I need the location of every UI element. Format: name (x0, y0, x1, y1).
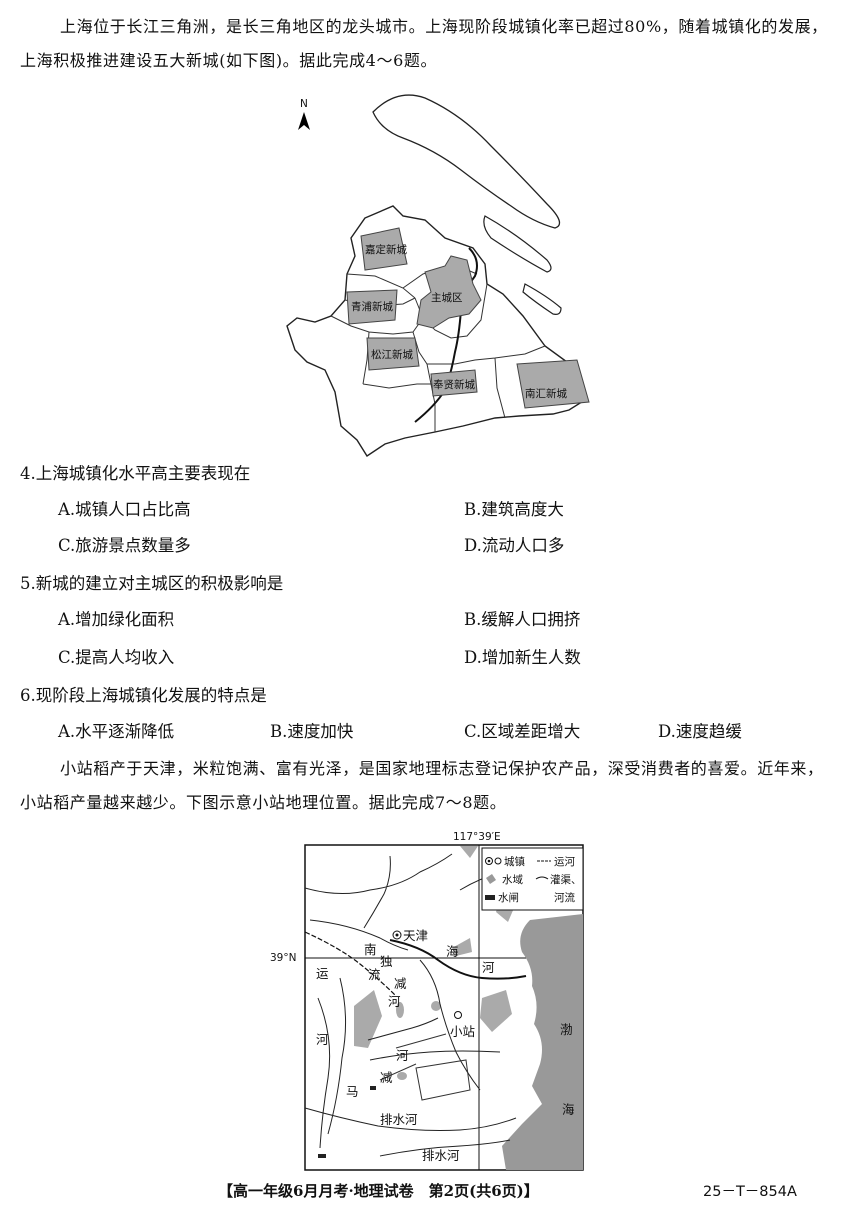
water-patch-1 (354, 990, 382, 1048)
label-bohai-1: 渤 (560, 1022, 573, 1037)
question-6-option-d[interactable]: D.速度趋缓 (658, 722, 742, 741)
legend-town-dot (487, 859, 491, 863)
qingpu-new-city (346, 289, 398, 325)
legend-town-label: 城镇 (504, 855, 525, 868)
shanghai-new-cities-map: N 嘉定新城 主城区 青浦新城 松江新城 奉贤新城 南汇新城 (286, 94, 590, 457)
question-5-stem: 5.新城的建立对主城区的积极影响是 (20, 574, 284, 593)
label-jiading: 嘉定新城 (365, 243, 407, 256)
changxing-island (483, 215, 552, 273)
longitude-label: 117°39′E (453, 831, 501, 843)
question-5-option-c[interactable]: C.提高人均收入 (58, 648, 175, 667)
water-patch-4 (460, 846, 478, 858)
question-6-option-c[interactable]: C.区域差距增大 (464, 722, 581, 741)
canal (304, 931, 397, 997)
question-5-option-d[interactable]: D.增加新生人数 (464, 648, 581, 667)
intro-paragraph-1: 上海位于长江三角洲，是长三角地区的龙头城市。上海现阶段城镇化率已超过80%，随着… (20, 17, 828, 70)
legend-water-symbol (486, 874, 496, 884)
label-yunhe: 河 (316, 1032, 329, 1047)
label-du: 独 (380, 954, 393, 969)
label-he-1: 河 (388, 994, 401, 1009)
label-main-urban: 主城区 (431, 292, 463, 304)
nanhui-new-city (516, 359, 590, 409)
label-jian-2: 减 (380, 1070, 393, 1085)
irrigation-channels (379, 1033, 471, 1101)
label-he-2: 河 (396, 1048, 409, 1063)
xiaozhan-location-map: 117°39′E 39°N 城镇 运河 水域 灌渠、 水闸 河流 天津 小站 渤… (270, 831, 584, 1171)
north-arrow-icon (298, 112, 310, 130)
label-liu: 流 (368, 967, 381, 982)
legend-town-symbol-2 (494, 857, 502, 865)
tianjin-town-icon (392, 930, 402, 940)
label-xiaozhan: 小站 (450, 1024, 475, 1039)
legend-town-symbol (485, 857, 493, 865)
question-4-stem: 4.上海城镇化水平高主要表现在 (20, 464, 251, 483)
north-label: N (300, 98, 308, 110)
sluice-2 (370, 1086, 376, 1090)
water-patch-6 (396, 1002, 404, 1018)
question-5-option-a[interactable]: A.增加绿化面积 (58, 610, 175, 629)
label-songjiang: 松江新城 (371, 348, 413, 361)
fengxian-new-city (430, 369, 478, 397)
chongming-island (372, 94, 561, 229)
question-5-option-b[interactable]: B.缓解人口拥挤 (464, 610, 581, 629)
label-ma: 马 (346, 1084, 359, 1099)
question-4-option-a[interactable]: A.城镇人口占比高 (58, 500, 191, 519)
water-patch-7 (431, 1001, 441, 1011)
label-tianjin: 天津 (403, 928, 428, 943)
legend-water-label: 水域 (502, 873, 523, 886)
tianjin-town-dot (395, 933, 399, 937)
water-patch-3 (452, 938, 472, 956)
legend-sluice-symbol (485, 895, 495, 900)
label-jian-1: 减 (394, 976, 407, 991)
sluice-1 (318, 1154, 326, 1158)
main-urban-area (416, 255, 482, 329)
bohai-sea (502, 914, 583, 1170)
label-qingpu: 青浦新城 (351, 300, 393, 313)
question-6-option-b[interactable]: B.速度加快 (270, 722, 354, 741)
label-nanhui: 南汇新城 (525, 387, 567, 400)
label-fengxian: 奉贤新城 (433, 378, 475, 391)
question-4-option-b[interactable]: B.建筑高度大 (464, 500, 564, 519)
legend-channel-label: 灌渠、 (550, 874, 582, 886)
jiading-new-city (360, 227, 408, 271)
label-paishui-1: 排水河 (380, 1112, 418, 1127)
latitude-label: 39°N (270, 952, 296, 964)
footer-exam-info: 【高一年级6月月考·地理试卷 第2页(共6页)】 (218, 1182, 539, 1200)
label-haihe-2: 河 (482, 960, 495, 975)
question-6-stem: 6.现阶段上海城镇化发展的特点是 (20, 686, 267, 705)
footer-code: 25－T－854A (703, 1184, 797, 1200)
xiaozhan-town-icon (454, 1011, 462, 1019)
legend-river-label: 河流 (554, 891, 575, 904)
intro-paragraph-2: 小站稻产于天津，米粒饱满、富有光泽，是国家地理标志登记保护农产品，深受消费者的喜… (20, 759, 824, 812)
haihe-river (389, 939, 527, 980)
hengsha-island (522, 283, 562, 315)
label-bohai-2: 海 (562, 1102, 575, 1117)
label-haihe-1: 海 (446, 944, 459, 959)
question-6-option-a[interactable]: A.水平逐渐降低 (58, 722, 175, 741)
water-patch-2 (480, 990, 512, 1032)
legend-sluice-label: 水闸 (498, 891, 519, 904)
legend-canal-label: 运河 (554, 856, 575, 868)
legend-channel-symbol (535, 876, 549, 880)
question-4-option-d[interactable]: D.流动人口多 (464, 536, 565, 555)
rivers (304, 853, 547, 1157)
label-nan: 南 (364, 942, 377, 957)
water-patch-8 (397, 1072, 407, 1080)
question-4-option-c[interactable]: C.旅游景点数量多 (58, 536, 191, 555)
label-yun: 运 (316, 966, 329, 981)
label-paishui-2: 排水河 (422, 1148, 460, 1163)
songjiang-new-city (366, 337, 420, 371)
